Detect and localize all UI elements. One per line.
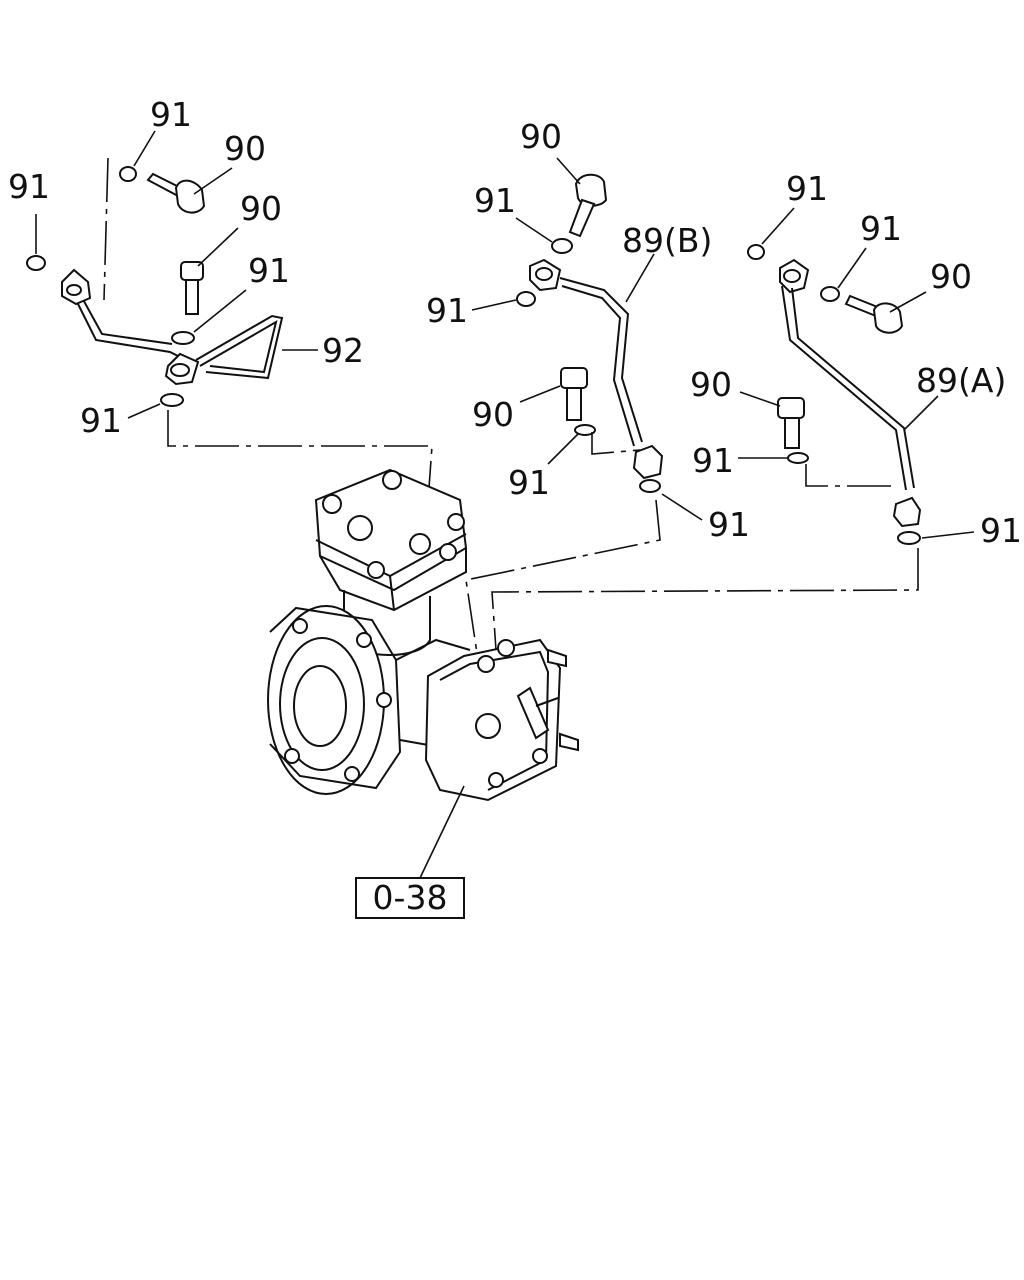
banjo-fitting (779, 258, 810, 294)
callout-label: 90 (240, 189, 282, 228)
washer-part (516, 291, 536, 307)
washer-part (639, 479, 661, 493)
bolt-part (180, 261, 204, 315)
reference-box (355, 877, 465, 919)
washer-part (171, 331, 195, 345)
reference-box-label: 0-38 (373, 878, 448, 917)
washer-part (119, 166, 137, 182)
callout-label: 91 (980, 511, 1022, 550)
banjo-fitting (529, 258, 562, 292)
washer-part (574, 424, 596, 436)
nut-fitting (892, 496, 922, 528)
washer-part (551, 238, 573, 254)
washer-part (897, 531, 921, 545)
callout-label: 91 (426, 291, 468, 330)
pipe-92-group (26, 130, 433, 531)
bolt-part (777, 397, 805, 449)
callout-label: 91 (80, 401, 122, 440)
callout-label: 90 (930, 257, 972, 296)
washer-part (160, 393, 184, 407)
callout-label: 89(B) (622, 221, 712, 260)
callout-label: 91 (692, 441, 734, 480)
washer-part (26, 255, 46, 271)
callout-label: 91 (508, 463, 550, 502)
washer-part (820, 286, 840, 302)
callout-label: 91 (860, 209, 902, 248)
bolt-part (146, 172, 206, 214)
bolt-part (568, 173, 608, 238)
pump-assembly (267, 468, 579, 802)
callout-label: 91 (150, 95, 192, 134)
banjo-fitting (164, 352, 200, 386)
banjo-fitting (61, 268, 92, 306)
pipe-89b-group (465, 157, 703, 661)
callout-label: 90 (472, 395, 514, 434)
washer-part (787, 452, 809, 464)
pipe-89a-group (491, 207, 975, 651)
washer-part (747, 244, 765, 260)
callout-label: 89(A) (916, 361, 1006, 400)
callout-label: 90 (520, 117, 562, 156)
bolt-part (844, 294, 904, 334)
callout-label: 91 (248, 251, 290, 290)
callout-label: 91 (474, 181, 516, 220)
bolt-part (560, 367, 588, 421)
callout-label: 91 (8, 167, 50, 206)
callout-label: 91 (708, 505, 750, 544)
callout-label: 90 (690, 365, 732, 404)
reference-leader (419, 785, 465, 879)
callout-label: 90 (224, 129, 266, 168)
callout-label: 92 (322, 331, 364, 370)
nut-fitting (632, 444, 664, 480)
callout-label: 91 (786, 169, 828, 208)
